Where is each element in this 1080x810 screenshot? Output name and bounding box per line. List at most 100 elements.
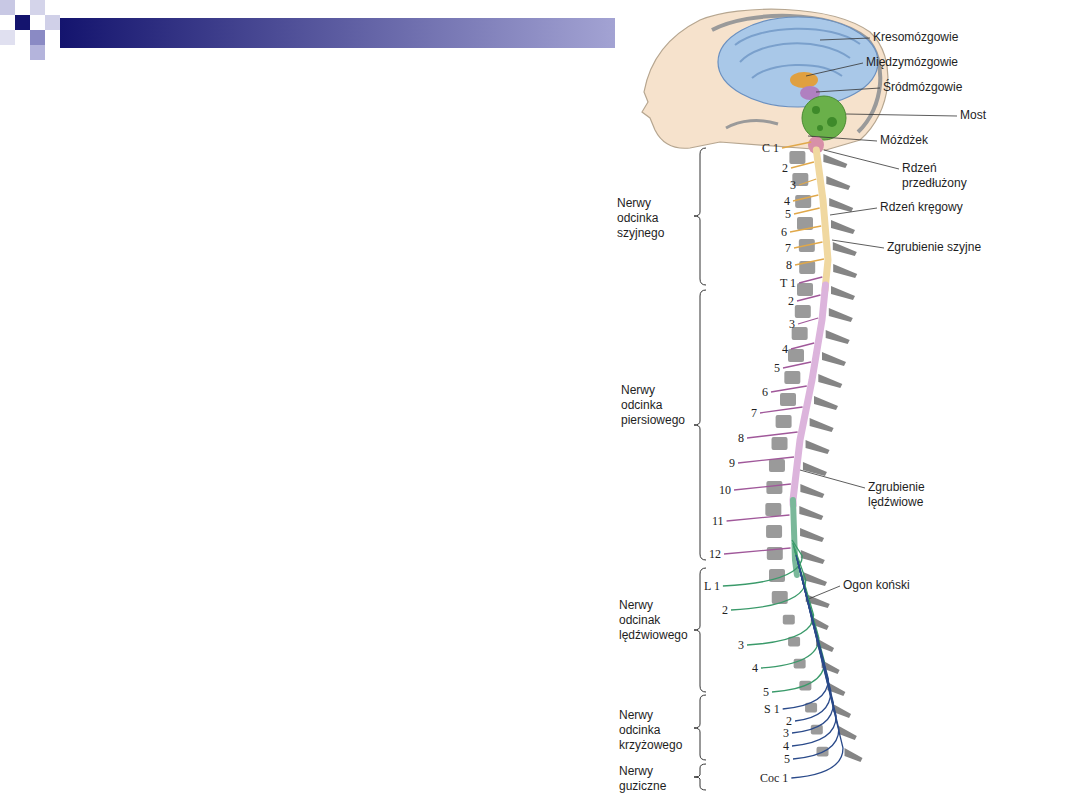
leader-line (832, 240, 884, 248)
nerve-number: 5 (785, 208, 791, 220)
spinal-nerve (794, 242, 823, 248)
nerve-number: 4 (784, 195, 790, 207)
part-label: Rdzeń przedłużony (902, 161, 982, 191)
vertebra-process (814, 396, 838, 410)
nerve-number: 5 (763, 686, 769, 698)
vertebra-process (845, 748, 863, 762)
region-label: Nerwy guziczne (619, 764, 693, 794)
spinal-nerve (782, 142, 811, 148)
vertebra-body (766, 481, 782, 494)
spinal-nerve (799, 277, 822, 283)
vertebra-process (829, 198, 853, 212)
region-label: Nerwy odcinka krzyżowego (619, 708, 693, 753)
vertebra-body (811, 725, 823, 735)
nerve-number: S 1 (764, 703, 780, 715)
spinal-nerve (772, 552, 825, 692)
vertebra-process (810, 418, 834, 432)
leader-line (830, 208, 877, 215)
vertebra-process (839, 726, 857, 740)
part-label: Międzymózgowie (866, 55, 958, 70)
nerve-number: 7 (751, 407, 757, 419)
part-label: Śródmózgowie (883, 80, 962, 95)
vertebra-body (780, 393, 796, 406)
part-label: Zgrubienie lędźwiowe (868, 480, 948, 510)
spinal-nerve (731, 543, 806, 610)
spinal-nerve (760, 407, 803, 413)
brain (718, 17, 878, 154)
nerve-number: 8 (786, 259, 792, 271)
spinal-nerve (783, 555, 829, 709)
spinal-nerve (790, 226, 821, 232)
vertebra-process (826, 330, 850, 344)
nerve-number: 11 (712, 515, 724, 527)
leader-line (806, 63, 863, 76)
spinal-nerve (734, 484, 791, 490)
nerve-number: 2 (788, 295, 794, 307)
spinal-nerve (797, 295, 821, 301)
vertebra-body (765, 503, 781, 516)
nerve-number: 2 (786, 715, 792, 727)
spine (765, 150, 862, 762)
part-label: Ogon koński (843, 578, 910, 593)
nerve-number: L 1 (704, 580, 720, 592)
nerve-number: 3 (783, 727, 789, 739)
vertebra-process (799, 506, 823, 520)
region-label: Nerwy odcinka piersiowego (621, 383, 695, 428)
head-silhouette (642, 9, 888, 150)
spinal-cord-thoracic (793, 285, 826, 505)
spinal-nerve (795, 259, 824, 265)
vertebra-process (803, 572, 827, 586)
vertebra-body (797, 283, 813, 296)
nerve-number: 3 (789, 318, 795, 330)
vertebra-process (831, 220, 855, 234)
vertebra-process (801, 550, 825, 564)
spinal-nerve (793, 567, 839, 759)
nerve-number: 9 (729, 457, 735, 469)
leader-line (820, 38, 870, 40)
leader-line (824, 150, 899, 169)
vertebra-process (833, 242, 857, 256)
nerve-number: 4 (782, 343, 788, 355)
spinal-nerve (747, 546, 814, 645)
nerve-number: 3 (738, 639, 744, 651)
vertebra-body (776, 415, 792, 428)
vertebra-process (829, 308, 853, 322)
nerve-number: 6 (781, 226, 787, 238)
vertebra-body (772, 437, 788, 450)
nerve-number: 5 (784, 753, 790, 765)
spinal-nerve (798, 318, 818, 324)
spinal-nerve (794, 208, 820, 214)
region-label: Nerwy odcinak lędźwiowego (619, 598, 695, 643)
spinal-nerve (795, 558, 831, 721)
vertebra-process (822, 352, 846, 366)
spinal-nerve (783, 362, 811, 368)
leader-line (800, 470, 865, 488)
nerve-number: 4 (752, 662, 758, 674)
vertebra-process (806, 440, 830, 454)
nerve-number: 5 (774, 362, 780, 374)
spinal-cord-cervical (816, 150, 828, 290)
part-label: Kresomózgowie (873, 30, 958, 45)
vertebra-body (789, 151, 805, 164)
spinal-nerve (793, 195, 818, 201)
spinal-nerve (724, 548, 791, 554)
leader-line (808, 136, 877, 141)
spinal-nerve (799, 179, 816, 185)
vertebra-body (783, 615, 795, 625)
spinal-nerve (723, 540, 802, 586)
nerve-number: 4 (783, 740, 789, 752)
vertebra-body (772, 591, 788, 604)
vertebra-process (833, 264, 857, 278)
spinal-cord-lumbar (793, 500, 797, 575)
vertebra-process (823, 154, 847, 168)
spinal-nerve (727, 515, 790, 521)
spinal-nerve (791, 162, 814, 168)
vertebra-body (769, 459, 785, 472)
nerve-number: C 1 (762, 142, 779, 154)
vertebra-process (831, 286, 855, 300)
spinal-nerve (747, 432, 798, 438)
vertebra-body (788, 349, 804, 362)
spinal-nerve (792, 561, 833, 733)
